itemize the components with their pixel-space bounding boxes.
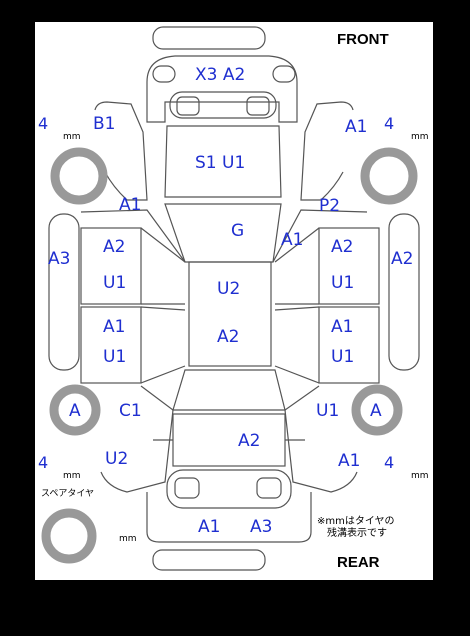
trunk-lid (172, 413, 286, 467)
left-rocker-code: A3 (48, 249, 71, 269)
spare-tire (41, 508, 97, 564)
front-label: FRONT (337, 31, 389, 48)
rear-right-light (256, 477, 282, 499)
front-fog-right (246, 96, 270, 116)
left-a-pillar-code: A1 (119, 195, 142, 215)
right-rear-door-top-code: A1 (331, 317, 354, 337)
car-body-diagram (41, 26, 420, 571)
front-left-fender-code: B1 (93, 114, 116, 134)
rear-bumper-left-code: A1 (198, 517, 221, 537)
front-bumper (146, 55, 298, 123)
rear-bumper (146, 492, 312, 543)
left-rear-quarter-code: U2 (105, 449, 129, 469)
front-left-tire-depth: 4 (38, 114, 49, 133)
right-rocker-panel (388, 213, 420, 371)
rear-left-light (174, 477, 200, 499)
right-front-door-top-code: A2 (331, 237, 354, 257)
tire-depth-note-line2: 残溝表示です (327, 528, 387, 539)
left-front-door-top-code: A2 (103, 237, 126, 257)
front-right-tire-unit: mm (411, 132, 429, 142)
rear-panel (166, 469, 292, 509)
rear-label: REAR (337, 554, 380, 571)
right-rear-quarter-code: A1 (338, 451, 361, 471)
spare-tire-unit: mm (119, 534, 137, 544)
right-rear-door-bottom-code: U1 (331, 347, 355, 367)
right-windshield-corner-code: A1 (281, 230, 304, 250)
left-rear-pillar-code: C1 (119, 401, 142, 421)
left-rear-quarter-line (100, 385, 174, 493)
right-front-door (318, 227, 380, 305)
rear-left-tire-depth: 4 (38, 453, 49, 472)
roof-rear-code: A2 (217, 327, 240, 347)
hood-code: S1 U1 (195, 153, 246, 173)
right-a-pillar-code: P2 (319, 196, 341, 216)
right-rear-door (318, 306, 380, 384)
trunk-code: A2 (238, 431, 261, 451)
left-a-pillar-line (80, 209, 186, 263)
left-front-door (80, 227, 142, 305)
rear-bumper-right-code: A3 (250, 517, 273, 537)
left-rear-door-bottom-code: U1 (103, 347, 127, 367)
left-front-door-bottom-code: U1 (103, 273, 127, 293)
spare-tire-label: スペアタイヤ (41, 489, 95, 499)
front-right-tire (360, 147, 418, 205)
right-door-lines (274, 227, 320, 384)
hood-panel (164, 125, 282, 198)
right-front-door-bottom-code: U1 (331, 273, 355, 293)
rear-right-tire-depth: 4 (384, 453, 395, 472)
rear-left-tire (49, 384, 101, 436)
front-right-light (272, 65, 296, 83)
front-bumper-top (152, 26, 266, 50)
front-left-tire (50, 147, 108, 205)
right-rocker-code: A2 (391, 249, 414, 269)
front-fog-left (176, 96, 200, 116)
front-left-light (152, 65, 176, 83)
windshield (164, 203, 282, 263)
front-right-fender-code: A1 (345, 117, 368, 137)
front-bumper-code: X3 A2 (195, 65, 246, 85)
front-left-tire-unit: mm (63, 132, 81, 142)
rear-left-tire-mark: A (69, 401, 81, 421)
front-grille (169, 91, 277, 119)
roof-panel (188, 261, 272, 367)
rear-right-tire-mark: A (370, 401, 382, 421)
left-door-lines (140, 227, 186, 384)
right-a-pillar-line (272, 209, 368, 263)
windshield-code: G (231, 221, 245, 241)
rear-left-tire-unit: mm (63, 471, 81, 481)
tire-depth-note-line1: ※mmはタイヤの (317, 516, 395, 527)
left-rear-door-top-code: A1 (103, 317, 126, 337)
front-right-tire-depth: 4 (384, 114, 395, 133)
rear-right-tire-unit: mm (411, 471, 429, 481)
left-rear-door (80, 306, 142, 384)
right-front-fender (300, 101, 354, 201)
rear-bumper-bottom (152, 549, 266, 571)
rear-window (172, 369, 286, 411)
right-rear-quarter-line (284, 385, 358, 493)
left-front-fender (94, 101, 148, 201)
right-rear-pillar-code: U1 (316, 401, 340, 421)
roof-code: U2 (217, 279, 241, 299)
inspection-sheet: FRONT REAR 4 mm 4 mm 4 mm 4 mm A A スペアタイ… (35, 22, 433, 580)
left-rocker-panel (48, 213, 80, 371)
rear-right-tire (351, 384, 403, 436)
